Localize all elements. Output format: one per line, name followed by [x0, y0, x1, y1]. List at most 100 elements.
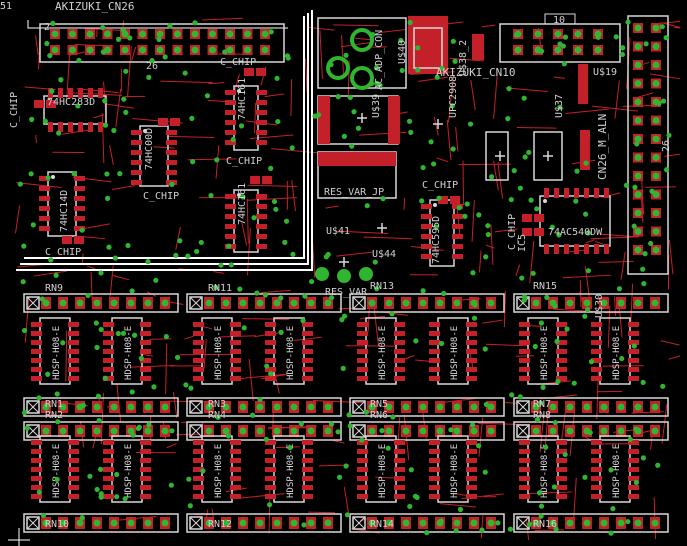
hdsp-pin: [68, 467, 79, 472]
via: [298, 421, 304, 427]
hdsp-pin: [556, 467, 567, 472]
chip-74ac540-pin: [584, 188, 589, 198]
chip-74hc595-pin: [452, 254, 463, 259]
hdsp-pin: [556, 376, 567, 381]
via: [102, 98, 108, 104]
cn26-side-pad: [634, 172, 642, 180]
chip-74hc283-pin: [58, 88, 63, 98]
via: [58, 77, 64, 83]
via: [284, 53, 291, 59]
hdsp-pin: [140, 485, 151, 490]
chip-74hc00-pin: [166, 150, 177, 155]
hdsp-pin: [193, 376, 204, 381]
via: [204, 93, 211, 99]
copper-trace: [86, 265, 96, 270]
cn26-side-pad: [652, 24, 660, 32]
hdsp-pin: [193, 476, 204, 481]
via: [372, 259, 378, 265]
via: [552, 303, 558, 309]
via: [582, 313, 588, 319]
copper-trace: [149, 338, 172, 340]
chip-74hc283-pin: [68, 88, 73, 98]
chip-74ac540-label: 74AC540DW: [548, 227, 603, 238]
hdsp-pin: [302, 440, 313, 445]
chip-161-a-pin: [225, 90, 236, 95]
via: [526, 521, 533, 527]
copper-trace: [340, 41, 372, 48]
res-var-pad: [315, 267, 329, 281]
via: [517, 185, 523, 191]
via: [415, 67, 421, 73]
rn-pad: [76, 519, 84, 527]
hdsp-pin: [466, 467, 477, 472]
via: [511, 168, 517, 174]
hdsp-pin: [265, 485, 276, 490]
copper-trace: [650, 73, 681, 80]
hdsp-pin: [31, 376, 42, 381]
via: [532, 343, 538, 350]
via: [351, 109, 357, 115]
chip-74hc14-pin: [74, 216, 85, 221]
via: [472, 302, 478, 308]
cn26-pad: [139, 46, 146, 54]
copper-trace: [219, 335, 256, 338]
rn-pad: [144, 403, 152, 411]
rn-pin1-box: [352, 516, 366, 530]
via: [151, 384, 157, 390]
hdsp-pin: [519, 494, 530, 499]
via: [450, 146, 456, 152]
rn-pad: [436, 427, 444, 435]
via: [95, 393, 102, 399]
via: [419, 198, 425, 204]
rn14-label: RN14: [370, 519, 395, 530]
via: [36, 395, 42, 401]
u837-resistor: [578, 64, 588, 104]
rn10-label: RN10: [45, 519, 70, 530]
via: [536, 490, 543, 496]
via: [555, 378, 561, 385]
cn26-side-pad: [634, 61, 642, 69]
via: [643, 41, 649, 47]
via: [266, 502, 273, 508]
via: [631, 343, 637, 349]
via: [268, 29, 274, 35]
hdsp-pin: [628, 494, 639, 499]
cn26-pad: [156, 30, 164, 38]
chip-74hc14-pin: [74, 206, 85, 211]
hdsp-pin: [591, 376, 602, 381]
chip-74hc14-pin: [39, 186, 50, 191]
chip-161-b-pin: [225, 214, 236, 219]
copper-trace: [325, 205, 340, 209]
via: [251, 215, 257, 221]
hdsp-pin: [591, 458, 602, 463]
hdsp-pin: [68, 340, 79, 345]
via: [263, 436, 269, 442]
rn11-label: RN11: [208, 283, 233, 294]
rn-pad: [600, 403, 608, 411]
via: [508, 196, 514, 203]
copper-trace: [620, 251, 626, 280]
rn16-label: RN16: [533, 519, 558, 530]
chip-74hc595-pin: [452, 234, 463, 239]
copper-trace: [246, 198, 249, 244]
hdsp-pin: [265, 449, 276, 454]
hdsp-pin: [140, 476, 151, 481]
board-outline: [27, 20, 288, 29]
via: [640, 379, 646, 386]
rn-pad: [290, 403, 298, 411]
hdsp-pin: [193, 494, 204, 499]
hdsp-pin: [556, 440, 567, 445]
via: [534, 206, 540, 212]
c-chip-pad: [522, 214, 532, 222]
c-chip-pad: [34, 100, 44, 108]
via: [390, 414, 396, 420]
rn-pad: [419, 299, 427, 307]
rn-pad: [110, 427, 118, 435]
copper-trace: [101, 113, 105, 164]
cn26-pad: [209, 30, 216, 38]
via: [627, 436, 634, 442]
rn-pad: [205, 427, 213, 435]
copper-trace: [539, 413, 545, 453]
copper-trace: [674, 26, 681, 29]
res-var-jp-label: RES_VAR_JP: [324, 187, 385, 198]
